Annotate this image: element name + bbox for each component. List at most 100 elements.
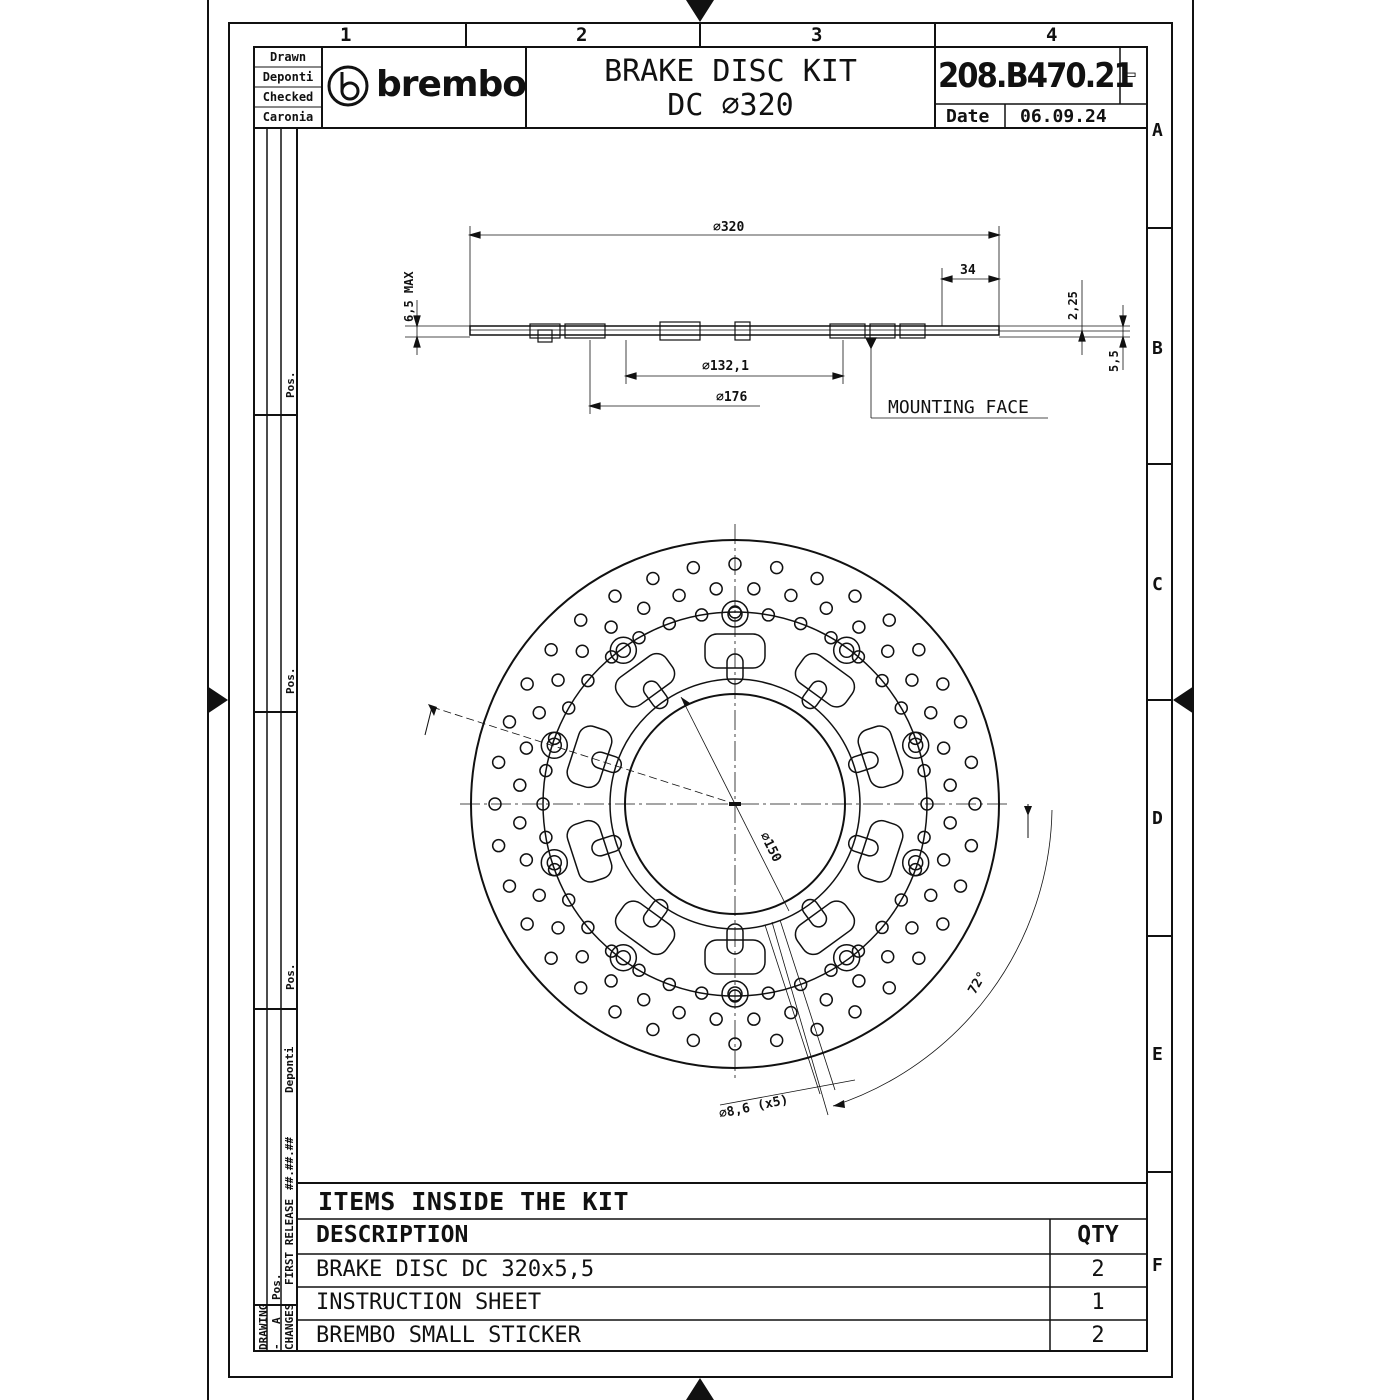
kit-item-qty: 1 xyxy=(1091,1290,1105,1315)
floating-bolt-inner xyxy=(546,854,563,871)
qty-header: QTY xyxy=(1077,1222,1119,1248)
disc-vent-hole xyxy=(488,797,502,811)
checked-label: Checked xyxy=(262,90,314,104)
disc-vent-hole xyxy=(551,921,565,935)
dim-1321-label: ∅132,1 xyxy=(702,359,749,374)
disc-vent-hole xyxy=(917,830,931,845)
disc-vent-hole xyxy=(761,986,776,1000)
revision-letter: A xyxy=(270,1317,283,1324)
disc-vent-hole xyxy=(917,763,931,778)
disc-vent-hole xyxy=(784,1005,798,1020)
disc-vent-hole xyxy=(520,917,534,931)
carrier-window xyxy=(566,819,613,883)
carrier-window xyxy=(857,725,904,789)
disc-vent-hole xyxy=(882,613,897,627)
date-label: Date xyxy=(946,106,990,127)
disc-vent-hole xyxy=(561,893,576,907)
disc-vent-hole xyxy=(769,560,784,575)
disc-vent-hole xyxy=(513,778,527,792)
disc-vent-hole xyxy=(632,630,646,645)
disc-vent-hole xyxy=(532,705,546,720)
part-number: 208.B470.21 xyxy=(938,56,1135,96)
disc-vent-hole xyxy=(920,797,934,811)
disc-vent-hole xyxy=(784,588,798,603)
disc-vent-hole xyxy=(561,701,576,715)
pos-label: Pos. xyxy=(284,371,297,399)
revision-mark: ▭ xyxy=(1126,64,1136,83)
disc-vent-hole xyxy=(964,755,979,770)
floating-bolt-inner xyxy=(907,854,924,871)
bottom-center-mark xyxy=(686,1378,714,1400)
pos-label: Pos. xyxy=(270,1273,283,1301)
row-letter: A xyxy=(1152,120,1163,141)
revision-dash: - xyxy=(270,1343,283,1350)
disc-vent-hole xyxy=(686,560,701,575)
kit-item-description: INSTRUCTION SHEET xyxy=(316,1290,542,1315)
disc-vent-hole xyxy=(894,701,909,715)
disc-vent-hole xyxy=(536,797,550,811)
disc-vent-hole xyxy=(646,571,660,586)
pos-label: Pos. xyxy=(284,963,297,991)
disc-vent-hole xyxy=(604,944,619,958)
kit-table-title: ITEMS INSIDE THE KIT xyxy=(318,1187,630,1216)
disc-vent-hole xyxy=(728,557,742,571)
disc-vent-hole xyxy=(810,571,824,586)
revision-date: ##.##.## xyxy=(283,1137,296,1190)
floating-bolt xyxy=(901,848,930,877)
disc-vent-hole xyxy=(604,620,618,634)
floating-bolt xyxy=(609,943,638,972)
row-letter: E xyxy=(1152,1044,1163,1065)
disc-vent-hole xyxy=(936,853,951,867)
disc-vent-hole xyxy=(502,715,517,729)
disc-vent-hole xyxy=(761,608,776,622)
kit-item-qty: 2 xyxy=(1091,1257,1105,1282)
column-number: 3 xyxy=(811,24,823,46)
disc-vent-hole xyxy=(964,838,979,853)
disc-vent-hole xyxy=(875,920,889,935)
dim-holes-label: ∅8,6 (x5) xyxy=(718,1093,790,1122)
floating-bolt-inner xyxy=(615,949,632,966)
dim-55-label: 5,5 xyxy=(1107,350,1121,372)
disc-vent-hole xyxy=(905,673,919,687)
carrier-window xyxy=(704,939,766,975)
disc-vent-hole xyxy=(943,778,957,792)
floating-bolt xyxy=(540,848,569,877)
disc-vent-hole xyxy=(544,951,558,966)
disc-vent-hole xyxy=(646,1022,660,1037)
disc-vent-hole xyxy=(953,715,968,729)
left-center-mark xyxy=(207,686,228,714)
disc-vent-hole xyxy=(912,642,926,657)
disc-vent-hole xyxy=(608,589,622,603)
checked-value: Caronia xyxy=(262,110,314,124)
disc-vent-hole xyxy=(852,620,866,634)
disc-vent-hole xyxy=(793,977,808,992)
disc-vent-hole xyxy=(882,981,897,995)
dim-176-label: ∅176 xyxy=(716,390,747,405)
carrier-window xyxy=(614,652,676,708)
row-letter: C xyxy=(1152,574,1163,595)
disc-vent-hole xyxy=(581,673,595,688)
disc-vent-hole xyxy=(905,921,919,935)
description-header: DESCRIPTION xyxy=(316,1222,469,1248)
disc-vent-hole xyxy=(636,601,651,615)
disc-vent-hole xyxy=(819,601,834,615)
disc-vent-hole xyxy=(936,741,951,755)
disc-vent-hole xyxy=(502,879,517,893)
disc-vent-hole xyxy=(936,677,950,691)
disc-vent-hole xyxy=(575,949,590,964)
first-release-label: FIRST RELEASE xyxy=(283,1198,296,1285)
dim-225-label: 2,25 xyxy=(1066,291,1080,320)
carrier-window xyxy=(704,633,766,669)
disc-vent-hole xyxy=(880,644,895,659)
floating-bolt xyxy=(721,600,749,628)
disc-vent-hole xyxy=(608,1005,622,1019)
disc-vent-hole xyxy=(686,1033,701,1048)
disc-vent-hole xyxy=(924,705,938,720)
carrier-window xyxy=(794,652,856,708)
drawing-title-line2: DC ∅320 xyxy=(667,88,794,123)
disc-vent-hole xyxy=(662,616,677,631)
disc-vent-hole xyxy=(747,1012,761,1026)
carrier-slot xyxy=(726,923,744,955)
